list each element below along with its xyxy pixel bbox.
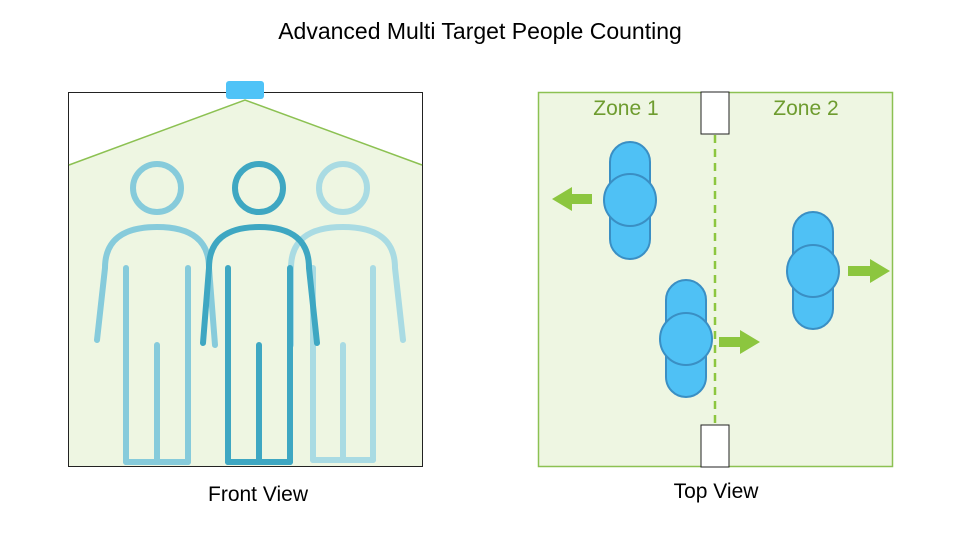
top-view-panel [537,91,894,468]
person-top-blob-2 [659,279,713,398]
person-crotch [310,342,376,463]
arrow-right-icon [848,259,890,283]
person-head [316,161,370,215]
arrow-left-icon [552,187,592,211]
person-top-blob-3 [786,211,840,330]
person-head [232,161,286,215]
person-body [94,224,218,348]
person-figure-left [94,161,218,465]
door-post-bottom [700,424,730,468]
person-top-blob-1 [603,141,657,260]
door-post-top [700,91,730,135]
person-body [200,224,320,346]
diagram-title: Advanced Multi Target People Counting [278,18,682,44]
person-head-top [603,173,657,227]
front-view-caption: Front View [208,483,308,506]
person-head [130,161,184,215]
sensor-cone-edge [68,99,423,166]
person-head-top [786,244,840,298]
person-head-top [659,312,713,366]
person-body [288,224,406,348]
overhead-sensor-icon [226,81,264,99]
sensor-field-of-view [69,100,422,466]
zone-1-label: Zone 1 [593,97,659,120]
top-view-caption: Top View [673,480,759,503]
person-figure-right [288,161,406,463]
arrow-right-icon [719,330,760,354]
zone-2-label: Zone 2 [773,97,839,120]
person-crotch [225,342,293,465]
person-figure-center [200,161,320,465]
person-crotch [123,342,191,465]
front-view-panel [68,81,423,467]
